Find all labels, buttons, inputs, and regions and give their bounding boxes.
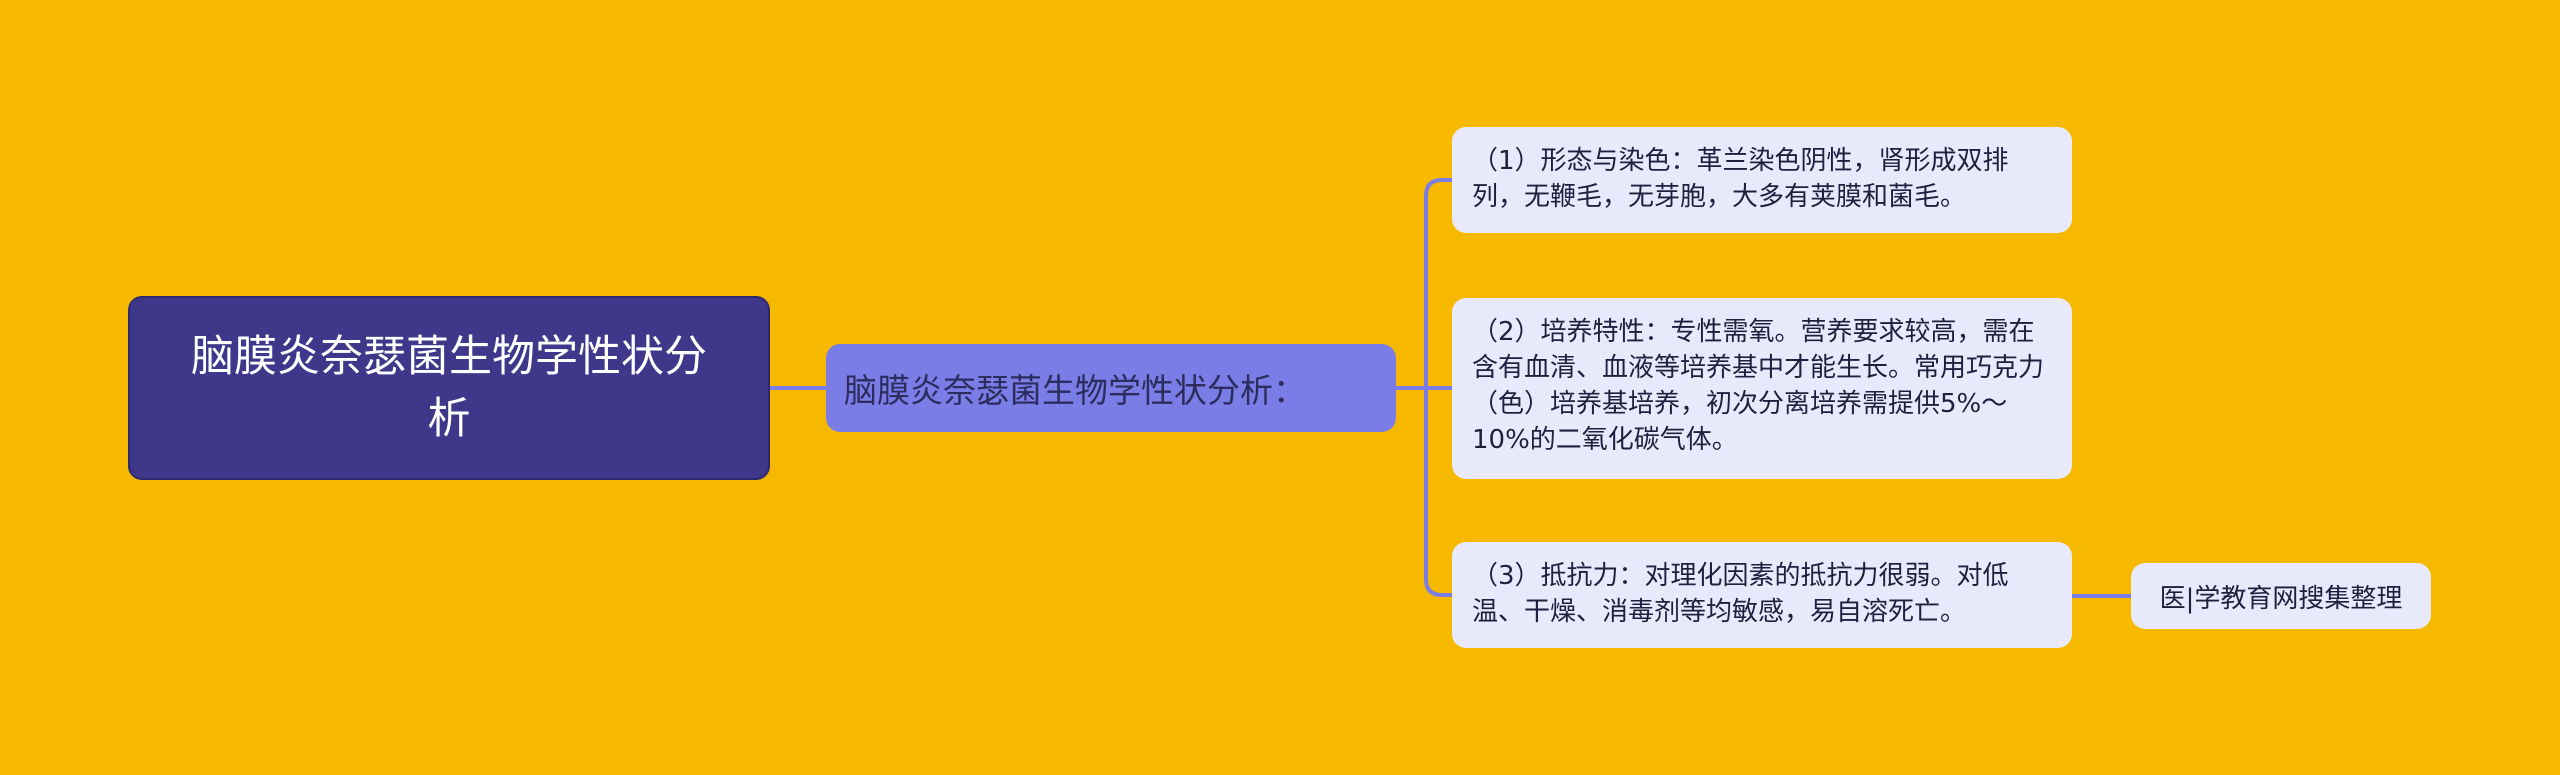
root-topic[interactable]: 脑膜炎奈瑟菌生物学性状分析 — [128, 296, 770, 480]
leaf-topic-text: （3）抵抗力：对理化因素的抵抗力很弱。对低温、干燥、消毒剂等均敏感，易自溶死亡。 — [1472, 561, 2009, 627]
branch-topic[interactable]: 脑膜炎奈瑟菌生物学性状分析： — [826, 344, 1396, 432]
branch-topic-label: 脑膜炎奈瑟菌生物学性状分析： — [844, 371, 1306, 410]
root-topic-label: 脑膜炎奈瑟菌生物学性状分析 — [191, 332, 707, 444]
leaf-topic-text: （2）培养特性：专性需氧。营养要求较高，需在含有血清、血液等培养基中才能生长。常… — [1472, 317, 2045, 455]
note-topic-label: 医|学教育网搜集整理 — [2159, 583, 2403, 614]
leaf-topic-text: （1）形态与染色：革兰染色阴性，肾形成双排列，无鞭毛，无芽胞，大多有荚膜和菌毛。 — [1472, 146, 2009, 212]
leaf-topic-culture[interactable]: （2）培养特性：专性需氧。营养要求较高，需在含有血清、血液等培养基中才能生长。常… — [1452, 298, 2072, 479]
note-topic[interactable]: 医|学教育网搜集整理 — [2131, 563, 2431, 629]
connector-branch-to-leaf-1 — [1424, 178, 1452, 388]
connector-branch-to-leaf-3 — [1424, 388, 1452, 597]
leaf-topic-morphology[interactable]: （1）形态与染色：革兰染色阴性，肾形成双排列，无鞭毛，无芽胞，大多有荚膜和菌毛。 — [1452, 127, 2072, 233]
leaf-topic-resistance[interactable]: （3）抵抗力：对理化因素的抵抗力很弱。对低温、干燥、消毒剂等均敏感，易自溶死亡。 — [1452, 542, 2072, 648]
